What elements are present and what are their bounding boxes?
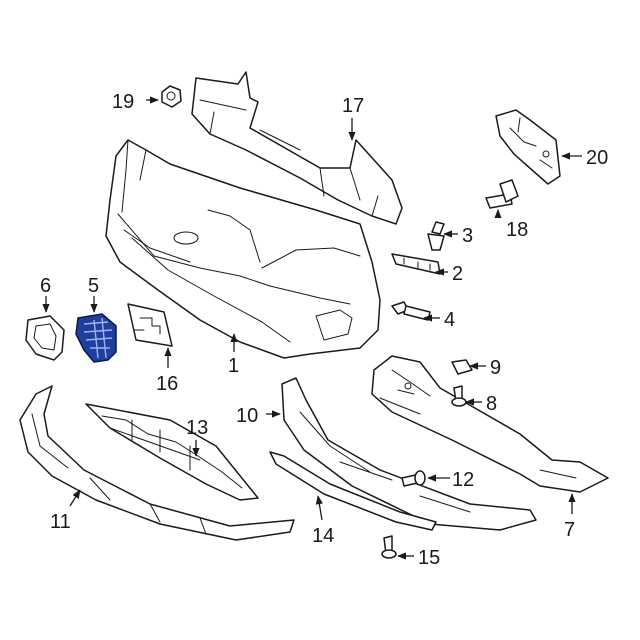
callout-11: 11 [50,511,71,533]
part-6-fog-lamp-bezel[interactable] [25,315,65,361]
callout-3: 3 [462,225,473,247]
part-8-screw[interactable] [451,385,467,407]
part-20-side-bracket[interactable] [495,109,561,185]
callout-10: 10 [236,405,258,427]
callout-2: 2 [452,263,463,285]
part-19-nut[interactable] [161,85,182,108]
part-5-grille-insert[interactable] [75,313,117,363]
part-17-upper-reinforcement[interactable] [191,71,403,225]
part-12-screw[interactable] [401,470,426,487]
callout-6: 6 [40,275,51,297]
callout-12: 12 [452,469,474,491]
callout-1: 1 [228,355,239,377]
callout-13: 13 [186,417,208,439]
part-9-clip[interactable] [451,359,473,375]
part-16-license-bracket[interactable] [127,303,173,347]
callout-8: 8 [486,393,497,415]
callout-19: 19 [112,91,134,113]
part-14-trim-molding[interactable] [269,451,437,531]
part-1-bumper-cover[interactable] [105,139,381,359]
callout-14: 14 [312,525,334,547]
leader-lines [42,96,582,560]
part-4-bolt[interactable] [391,301,431,321]
callout-labels: 19 17 20 18 3 2 4 9 8 12 7 15 14 10 13 1… [40,91,608,569]
part-3-push-pin[interactable] [427,221,445,251]
callout-15: 15 [418,547,440,569]
part-2-trim-strip[interactable] [391,253,441,275]
callout-17: 17 [342,95,364,117]
part-7-lower-absorber[interactable] [371,355,609,493]
callout-20: 20 [586,147,608,169]
callout-4: 4 [444,309,455,331]
callout-7: 7 [564,519,575,541]
part-15-screw[interactable] [381,535,397,559]
callout-9: 9 [490,357,501,379]
part-11-lower-deflector[interactable] [19,385,295,541]
part-10-lower-valance[interactable] [281,377,537,531]
callout-16: 16 [156,373,178,395]
callout-5: 5 [88,275,99,297]
part-13-lower-grille[interactable] [85,403,259,501]
part-18-bolt[interactable] [485,179,519,209]
callout-18: 18 [506,219,528,241]
